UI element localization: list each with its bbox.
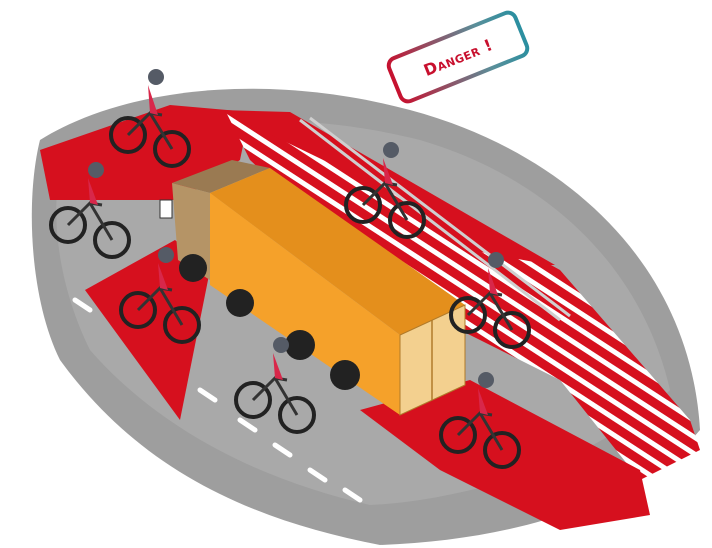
truck-mirror bbox=[160, 200, 172, 218]
truck-wheel-mid bbox=[226, 289, 254, 317]
truck-wheel-rear-1 bbox=[285, 330, 315, 360]
truck-wheel-rear-2 bbox=[330, 360, 360, 390]
danger-sign-text: Danger ! bbox=[421, 35, 496, 80]
truck-wheel-front bbox=[179, 254, 207, 282]
